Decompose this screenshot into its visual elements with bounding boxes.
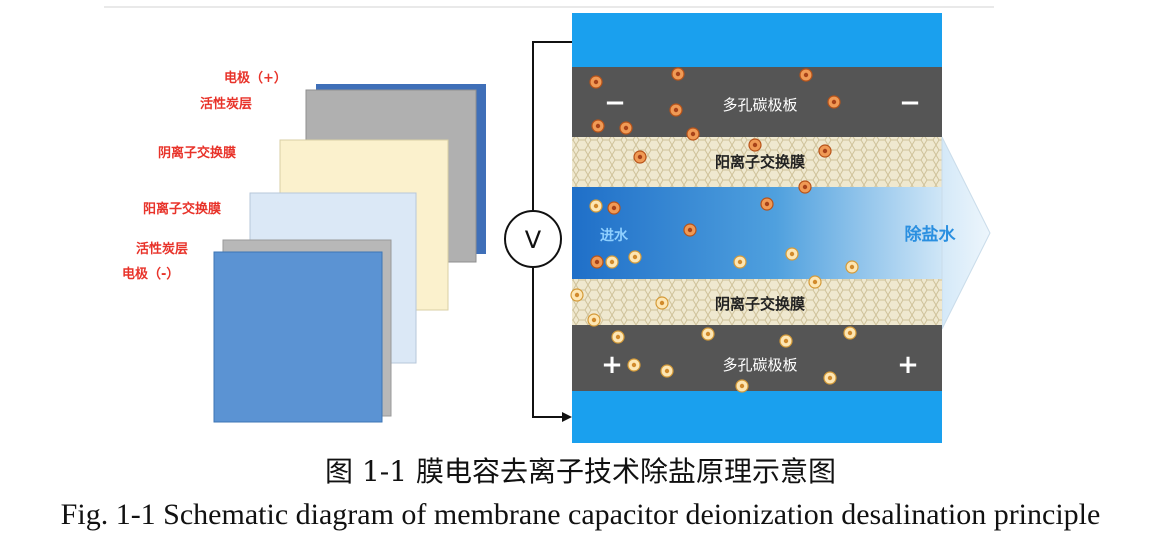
bottom-carbon-plate xyxy=(572,325,942,391)
layer-labels: 电极（+） 活性炭层 阴离子交换膜 阳离子交换膜 活性炭层 电极（-） xyxy=(122,70,287,282)
bottom-sign-left: + xyxy=(601,350,623,380)
top-membrane-label: 阳离子交换膜 xyxy=(715,153,805,171)
bottom-membrane-label: 阴离子交换膜 xyxy=(715,295,805,313)
label-active-carbon-bottom: 活性炭层 xyxy=(136,241,188,257)
top-electrode xyxy=(572,13,942,67)
circuit-wire-top xyxy=(532,41,572,210)
ion-core xyxy=(705,331,711,337)
ion-core xyxy=(609,259,615,265)
bottom-membrane xyxy=(572,279,942,329)
ion-core xyxy=(594,259,600,265)
ion-core xyxy=(591,317,597,323)
layer-stack xyxy=(213,84,486,423)
voltmeter xyxy=(504,210,562,268)
inlet-label: 进水 xyxy=(600,227,629,244)
label-electrode-neg: 电极（-） xyxy=(122,266,179,282)
ion-core xyxy=(593,79,599,85)
cell xyxy=(572,13,991,443)
ion-core xyxy=(822,148,828,154)
caption-chinese: 图 1-1 膜电容去离子技术除盐原理示意图 xyxy=(325,455,836,488)
ion-core xyxy=(631,362,637,368)
ion-core xyxy=(690,131,696,137)
caption-english: Fig. 1-1 Schematic diagram of membrane c… xyxy=(60,498,1101,531)
ion-core xyxy=(802,184,808,190)
water-channel xyxy=(572,187,942,279)
ion-core xyxy=(739,383,745,389)
outlet-arrow-head xyxy=(941,136,991,330)
label-electrode-pos: 电极（+） xyxy=(224,70,287,86)
circuit-arrow-icon xyxy=(562,412,572,422)
bottom-sign-right: + xyxy=(897,350,919,380)
ion-core xyxy=(737,259,743,265)
ion-core xyxy=(615,334,621,340)
ion-core xyxy=(687,227,693,233)
circuit-wire-bottom xyxy=(532,268,568,418)
top-carbon-plate xyxy=(572,67,942,137)
ion-core xyxy=(803,72,809,78)
ion-core xyxy=(637,154,643,160)
ion-core xyxy=(812,279,818,285)
ion-core xyxy=(752,142,758,148)
ion-core xyxy=(847,330,853,336)
electrode-neg-layer xyxy=(213,251,383,423)
ion-core xyxy=(623,125,629,131)
ion-core xyxy=(764,201,770,207)
ion-core xyxy=(831,99,837,105)
ion-core xyxy=(664,368,670,374)
ion-core xyxy=(595,123,601,129)
ion-core xyxy=(659,300,665,306)
voltmeter-label: V xyxy=(525,226,542,254)
ion-core xyxy=(827,375,833,381)
ions xyxy=(570,67,859,393)
bottom-electrode xyxy=(572,391,942,443)
top-rule xyxy=(104,6,994,8)
outlet-label: 除盐水 xyxy=(905,224,957,245)
ion-core xyxy=(783,338,789,344)
bottom-plate-label: 多孔碳极板 xyxy=(722,356,797,374)
ion-core xyxy=(849,264,855,270)
ion-core xyxy=(611,205,617,211)
ion-core xyxy=(673,107,679,113)
label-active-carbon-top: 活性炭层 xyxy=(200,96,252,112)
ion-core xyxy=(593,203,599,209)
top-sign-left: − xyxy=(604,88,626,118)
label-cation-membrane: 阳离子交换膜 xyxy=(143,201,221,217)
ion-core xyxy=(789,251,795,257)
external-circuit: V xyxy=(504,41,572,422)
ion-core xyxy=(675,71,681,77)
label-anion-membrane: 阴离子交换膜 xyxy=(158,145,236,161)
ion-core xyxy=(632,254,638,260)
top-plate-label: 多孔碳极板 xyxy=(722,96,797,114)
ion-core xyxy=(574,292,580,298)
top-sign-right: − xyxy=(899,88,921,118)
